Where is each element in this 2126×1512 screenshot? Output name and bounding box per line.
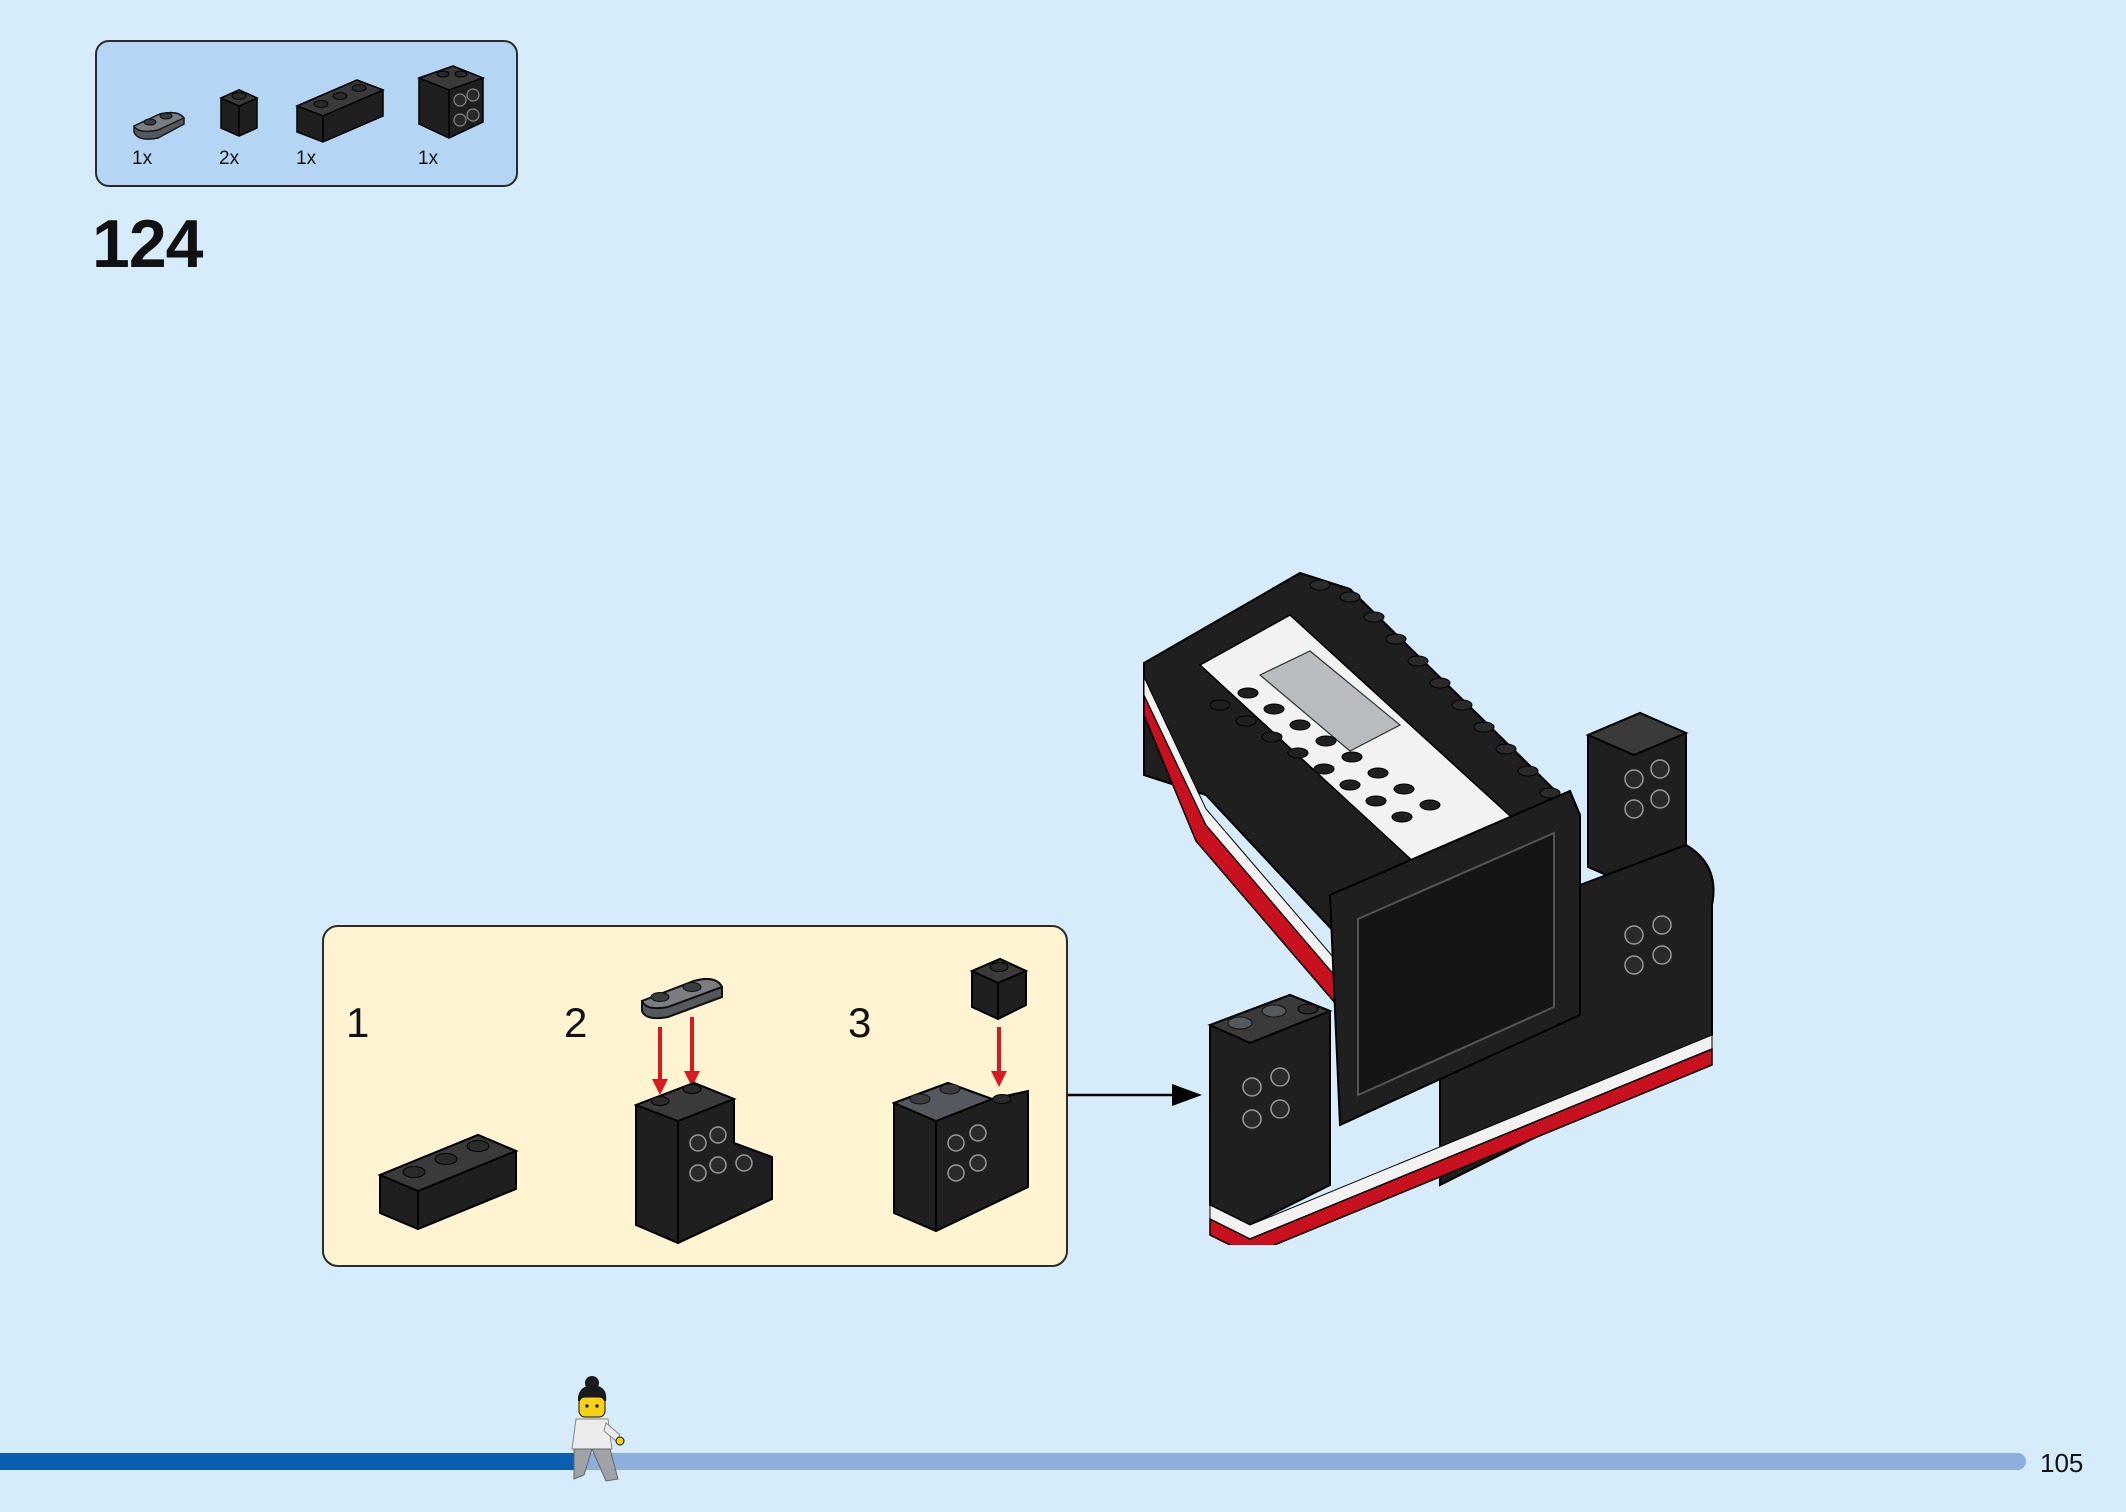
substep-1-brick-1x3-icon	[377, 1133, 519, 1231]
substep-3-assembly-icon	[892, 957, 1029, 1233]
step-number: 124	[92, 206, 203, 282]
substep-label-3: 3	[848, 999, 872, 1046]
substep-label-1: 1	[346, 999, 370, 1046]
part-qty-2: 2x	[219, 148, 240, 169]
part-qty-4: 1x	[418, 148, 439, 169]
model-assembly-illustration	[1143, 571, 1715, 1245]
progress-fill	[0, 1453, 577, 1470]
substep-callout-box: 1 2 3	[322, 925, 1068, 1267]
minifigure-progress-marker-icon	[571, 1376, 625, 1482]
part-black-brick-side-studs-icon	[416, 65, 486, 139]
substep-label-2: 2	[564, 999, 588, 1046]
part-qty-1: 1x	[132, 148, 153, 169]
parts-list-box: 1x 2x 1x 1x	[95, 40, 518, 187]
part-black-brick-1x1-icon	[219, 89, 259, 137]
substep-2-assembly-icon	[634, 978, 773, 1245]
callout-arrow-icon	[1068, 1084, 1202, 1106]
part-gray-plate-1x2-icon	[132, 111, 186, 140]
part-black-brick-1x3-icon	[295, 79, 385, 143]
page-number: 105	[2040, 1448, 2084, 1478]
part-qty-3: 1x	[296, 148, 317, 169]
